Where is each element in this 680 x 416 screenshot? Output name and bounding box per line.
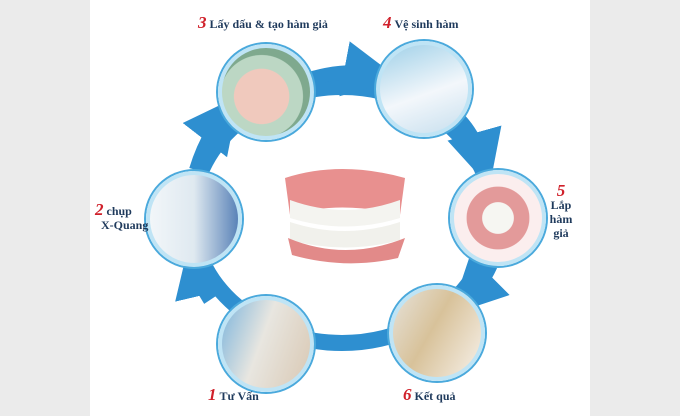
- step-1-photo-consultation: [218, 296, 314, 392]
- step-text: Tư Vấn: [219, 389, 259, 403]
- step-5-photo-denture: [450, 170, 546, 266]
- step-6-photo-result: [389, 285, 485, 381]
- step-number: 4: [383, 13, 392, 32]
- arrow-2-to-3: [182, 95, 240, 173]
- step-text: Kết quả: [414, 389, 456, 403]
- step-text: chụp: [106, 204, 132, 218]
- step-text: giả: [553, 226, 569, 240]
- step-number: 3: [198, 13, 207, 32]
- step-5-label: 5 Lắp hàm giả: [547, 181, 575, 240]
- step-number: 2: [95, 200, 104, 219]
- step-text: Lắp: [550, 198, 572, 212]
- step-text: X-Quang: [101, 218, 149, 232]
- denture-image: [285, 169, 405, 264]
- step-number: 1: [208, 385, 217, 404]
- step-3-photo-impression: [218, 44, 314, 140]
- step-text: Lấy dấu & tạo hàm giả: [209, 17, 328, 31]
- step-number: 6: [403, 385, 412, 404]
- arrow-1-to-2: [175, 240, 230, 304]
- step-number: 5: [556, 181, 566, 200]
- step-4-photo-cleaning: [376, 41, 472, 137]
- step-text: hàm: [549, 212, 573, 226]
- step-text: Vệ sinh hàm: [394, 17, 459, 31]
- step-2-photo-xray: [146, 171, 242, 267]
